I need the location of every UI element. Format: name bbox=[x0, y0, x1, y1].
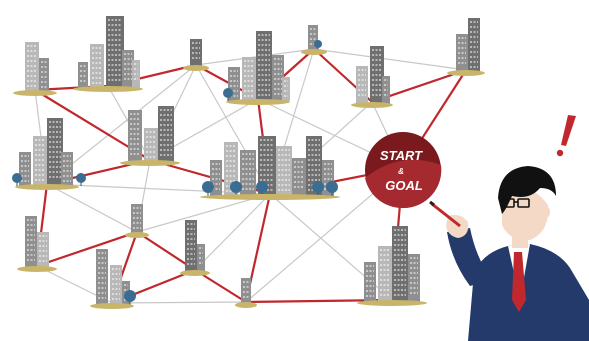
tree-icon bbox=[326, 181, 338, 193]
badge-start-label: START bbox=[380, 148, 423, 163]
city-node bbox=[357, 226, 427, 306]
building-icon bbox=[276, 146, 292, 196]
ground-platform bbox=[351, 102, 393, 108]
badge-amp-label: & bbox=[398, 167, 404, 176]
city-nodes bbox=[12, 16, 485, 309]
building-icon bbox=[241, 278, 251, 304]
building-icon bbox=[110, 265, 122, 305]
city-node bbox=[200, 136, 340, 200]
tree-icon bbox=[230, 181, 242, 193]
gray-link bbox=[111, 301, 247, 304]
tree-icon bbox=[256, 181, 268, 193]
businessman-thinking-icon bbox=[429, 166, 589, 341]
city-node bbox=[235, 278, 257, 308]
tree-icon bbox=[124, 290, 136, 302]
badge-shade bbox=[365, 159, 442, 209]
ground-platform bbox=[357, 300, 427, 306]
building-icon bbox=[33, 136, 47, 186]
route-link bbox=[36, 230, 138, 268]
tree-icon bbox=[314, 40, 322, 48]
building-icon bbox=[25, 42, 39, 92]
city-node bbox=[17, 216, 57, 272]
city-node bbox=[180, 220, 210, 276]
building-icon bbox=[131, 204, 143, 234]
building-icon bbox=[96, 249, 108, 305]
building-icon bbox=[364, 262, 376, 302]
city-node bbox=[13, 42, 57, 96]
building-icon bbox=[90, 44, 104, 88]
building-icon bbox=[256, 31, 272, 101]
ground-platform bbox=[17, 266, 57, 272]
ground-platform bbox=[200, 194, 340, 200]
ground-platform bbox=[183, 65, 209, 71]
start-goal-badge: START & GOAL bbox=[365, 132, 442, 209]
tree-icon bbox=[76, 173, 86, 183]
building-icon bbox=[47, 118, 63, 186]
tree-icon bbox=[202, 181, 214, 193]
ground-platform bbox=[180, 270, 210, 276]
building-icon bbox=[468, 18, 480, 72]
city-node bbox=[223, 31, 290, 105]
building-icon bbox=[258, 136, 276, 196]
ground-platform bbox=[13, 90, 57, 96]
ground-platform bbox=[125, 232, 149, 238]
city-node bbox=[120, 106, 180, 166]
city-node bbox=[125, 204, 149, 238]
city-node bbox=[12, 118, 86, 190]
gray-link bbox=[194, 193, 271, 271]
building-icon bbox=[308, 25, 318, 51]
ground-platform bbox=[447, 70, 485, 76]
badge-goal-label: GOAL bbox=[385, 178, 423, 193]
city-node bbox=[301, 25, 327, 55]
building-icon bbox=[378, 246, 392, 302]
city-node bbox=[351, 46, 393, 108]
building-icon bbox=[106, 16, 124, 88]
city-node bbox=[90, 249, 136, 309]
building-icon bbox=[282, 77, 290, 101]
city-node bbox=[183, 39, 209, 71]
building-icon bbox=[37, 232, 49, 268]
exclamation-icon bbox=[556, 115, 576, 157]
building-icon bbox=[39, 58, 49, 92]
tree-icon bbox=[312, 181, 324, 193]
city-node bbox=[447, 18, 485, 76]
tree-icon bbox=[12, 173, 22, 183]
gray-link bbox=[136, 193, 271, 233]
ground-platform bbox=[73, 86, 143, 92]
building-icon bbox=[242, 57, 256, 101]
gray-link bbox=[313, 48, 467, 71]
ground-platform bbox=[235, 302, 257, 308]
ground-platform bbox=[120, 160, 180, 166]
tie-icon bbox=[512, 252, 526, 312]
city-node bbox=[73, 16, 143, 92]
building-icon bbox=[78, 62, 88, 88]
pen-icon bbox=[431, 202, 461, 228]
gray-link bbox=[195, 64, 271, 195]
building-icon bbox=[392, 226, 408, 302]
ground-platform bbox=[226, 99, 290, 105]
ground-platform bbox=[90, 303, 134, 309]
tree-icon bbox=[223, 88, 233, 98]
gray-link bbox=[46, 183, 138, 233]
ground-platform bbox=[301, 49, 327, 55]
ground-platform bbox=[15, 184, 79, 190]
building-icon bbox=[158, 106, 174, 162]
